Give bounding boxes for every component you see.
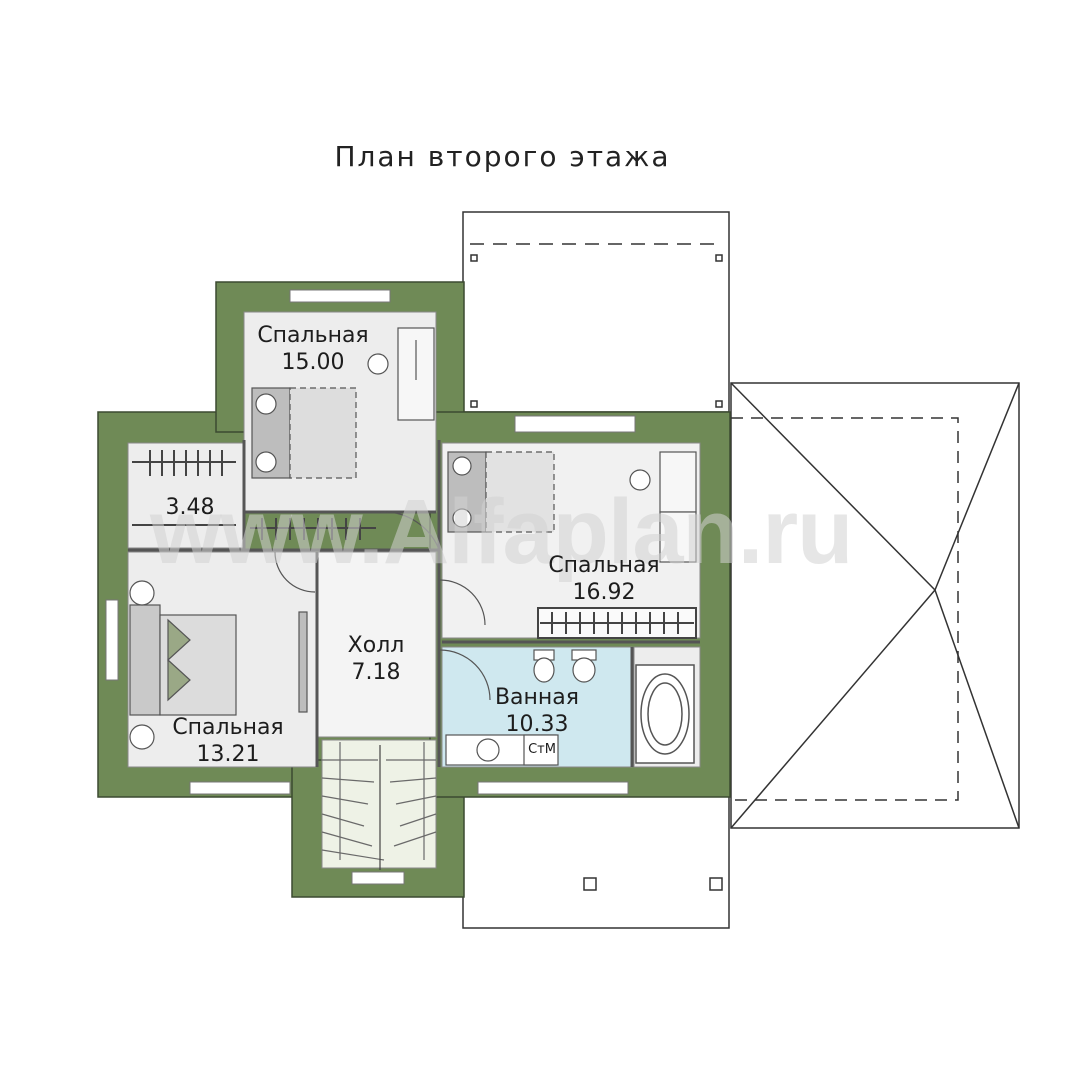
- room-area: 3.48: [165, 495, 215, 520]
- desk-bedroom-1: [367, 327, 435, 421]
- room-label-bedroom-3: Спальная 13.21: [158, 714, 298, 768]
- staircase: [321, 742, 437, 870]
- floor-stairs: [321, 739, 437, 869]
- floor-hall: [317, 551, 437, 738]
- room-area: 10.33: [505, 712, 569, 737]
- wardrobe-bedroom-1: [250, 518, 376, 540]
- watermark: www.Alfaplan.ru: [150, 481, 853, 583]
- room-label-bedroom-1: Спальная 15.00: [248, 322, 378, 376]
- bathtub: [635, 664, 695, 764]
- room-label-bathroom: Ванная 10.33: [474, 684, 600, 738]
- doors: [274, 511, 491, 701]
- toilet: [533, 649, 555, 683]
- washing-machine: [523, 734, 559, 766]
- room-label-bedroom-2: Спальная 16.92: [534, 552, 674, 606]
- room-area: 13.21: [196, 742, 260, 767]
- balcony-bottom: [462, 789, 730, 929]
- bed-bedroom-2: [447, 451, 555, 533]
- room-label-hall: Холл 7.18: [330, 632, 422, 686]
- room-name: Холл: [347, 633, 405, 658]
- bed-bedroom-1: [251, 387, 357, 479]
- interior-walls: [128, 440, 700, 767]
- wardrobe-closet: [132, 450, 236, 526]
- roof-hip-right: [730, 382, 1020, 829]
- room-area: 15.00: [281, 350, 345, 375]
- room-name: Спальная: [548, 553, 660, 578]
- bidet: [571, 649, 597, 683]
- room-name: Спальная: [172, 715, 284, 740]
- wardrobe-bedroom-2: [537, 607, 697, 639]
- tv: [298, 611, 308, 713]
- bed-bedroom-3: [129, 580, 237, 750]
- room-name: Спальная: [257, 323, 369, 348]
- room-name: Ванная: [494, 685, 580, 710]
- room-area: 7.18: [351, 660, 401, 685]
- balcony-top: [462, 211, 730, 413]
- room-area: 16.92: [572, 580, 636, 605]
- room-label-closet: 3.48: [154, 494, 226, 521]
- washer-label: СтМ: [528, 742, 556, 757]
- windows: [105, 289, 636, 885]
- desk-bedroom-2: [629, 451, 697, 563]
- plan-title: План второго этажа: [334, 140, 671, 173]
